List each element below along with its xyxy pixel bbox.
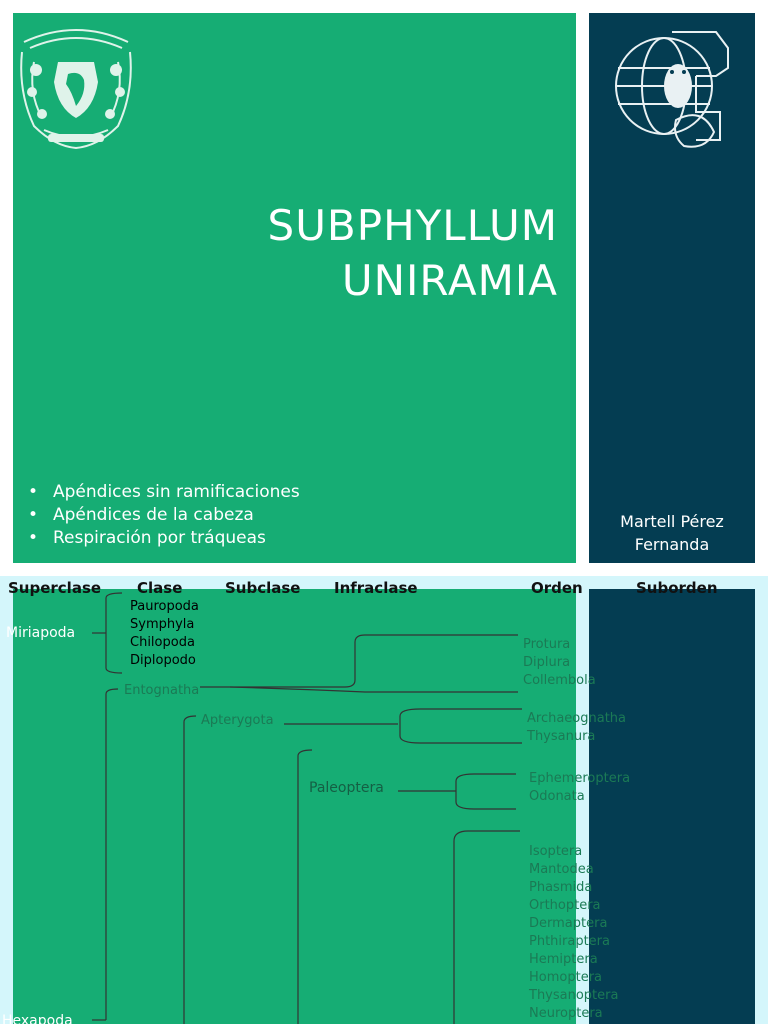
ordenes-entognatha-list: Protura Diplura Collembola [523,636,596,690]
bullet-list: •Apéndices sin ramificaciones •Apéndices… [28,481,300,550]
list-item: Chilopoda [130,635,195,650]
list-item: Diplopodo [130,653,196,668]
green-panel [13,13,576,563]
author-name: Martell Pérez Fernanda [620,512,724,554]
header-suborden: Suborden [636,579,718,597]
bullet-item: •Respiración por tráqueas [28,528,266,548]
bullet-dot: • [28,482,39,502]
list-item: Thysanoptera [529,988,619,1003]
list-item: Neuroptera [529,1006,603,1021]
list-item: Mantodea [529,862,594,877]
infraclase-paleoptera: Paleoptera [309,780,384,796]
header-subclase: Subclase [225,579,301,597]
list-item: Pauropoda [130,599,199,614]
faculty-globe-logo [615,31,729,148]
list-item: Thysanura [527,729,596,744]
bullet-item: •Apéndices sin ramificaciones [28,482,300,502]
list-item: Odonata [529,789,585,804]
title-slide: SUBPHYLLUM UNIRAMIA •Apéndices sin ramif… [0,13,755,563]
header-superclase: Superclase [8,579,102,597]
list-item: Symphyla [130,617,195,632]
list-item: Homoptera [529,970,603,985]
ordenes-neoptera-list: Isoptera Mantodea Phasmida Orthoptera De… [529,843,618,1023]
green-panel [13,589,576,1024]
superclase-hexapoda: Hexapoda [2,1013,73,1024]
list-item: Phthiraptera [529,934,610,949]
list-item: Archaeognatha [527,711,627,726]
navy-panel [589,589,755,1024]
list-item: Ephemeroptera [529,771,631,786]
list-item: Orthoptera [529,898,601,913]
superclase-miriapoda: Miriapoda [6,625,76,641]
subclase-apterygota: Apterygota [201,713,274,728]
title-line-1: SUBPHYLLUM [267,201,558,250]
ordenes-apterygota-list: Archaeognatha Thysanura [527,710,626,746]
list-item: Hemiptera [529,952,598,967]
header-infraclase: Infraclase [334,579,418,597]
title-line-2: UNIRAMIA [341,256,558,305]
clase-entognatha: Entognatha [124,683,200,698]
list-item: Diplura [523,655,571,670]
taxonomy-slide: Superclase Clase Subclase Infraclase Ord… [0,576,768,1024]
list-item: Phasmida [529,880,593,895]
unam-seal-logo [20,29,132,150]
list-item: Protura [523,637,571,652]
list-item: Dermaptera [529,916,608,931]
taxonomy-brackets [92,592,522,1024]
header-clase: Clase [137,579,183,597]
list-item: Isoptera [529,844,583,859]
ordenes-paleoptera-list: Ephemeroptera Odonata [529,770,630,806]
miriapoda-clases-list: Pauropoda Symphyla Chilopoda Diplopodo [130,598,199,670]
header-orden: Orden [531,579,583,597]
bullet-dot: • [28,505,39,525]
list-item: Collembola [523,673,596,688]
bullet-dot: • [28,528,39,548]
slide-title: SUBPHYLLUM UNIRAMIA [0,198,558,308]
bullet-item: •Apéndices de la cabeza [28,505,254,525]
